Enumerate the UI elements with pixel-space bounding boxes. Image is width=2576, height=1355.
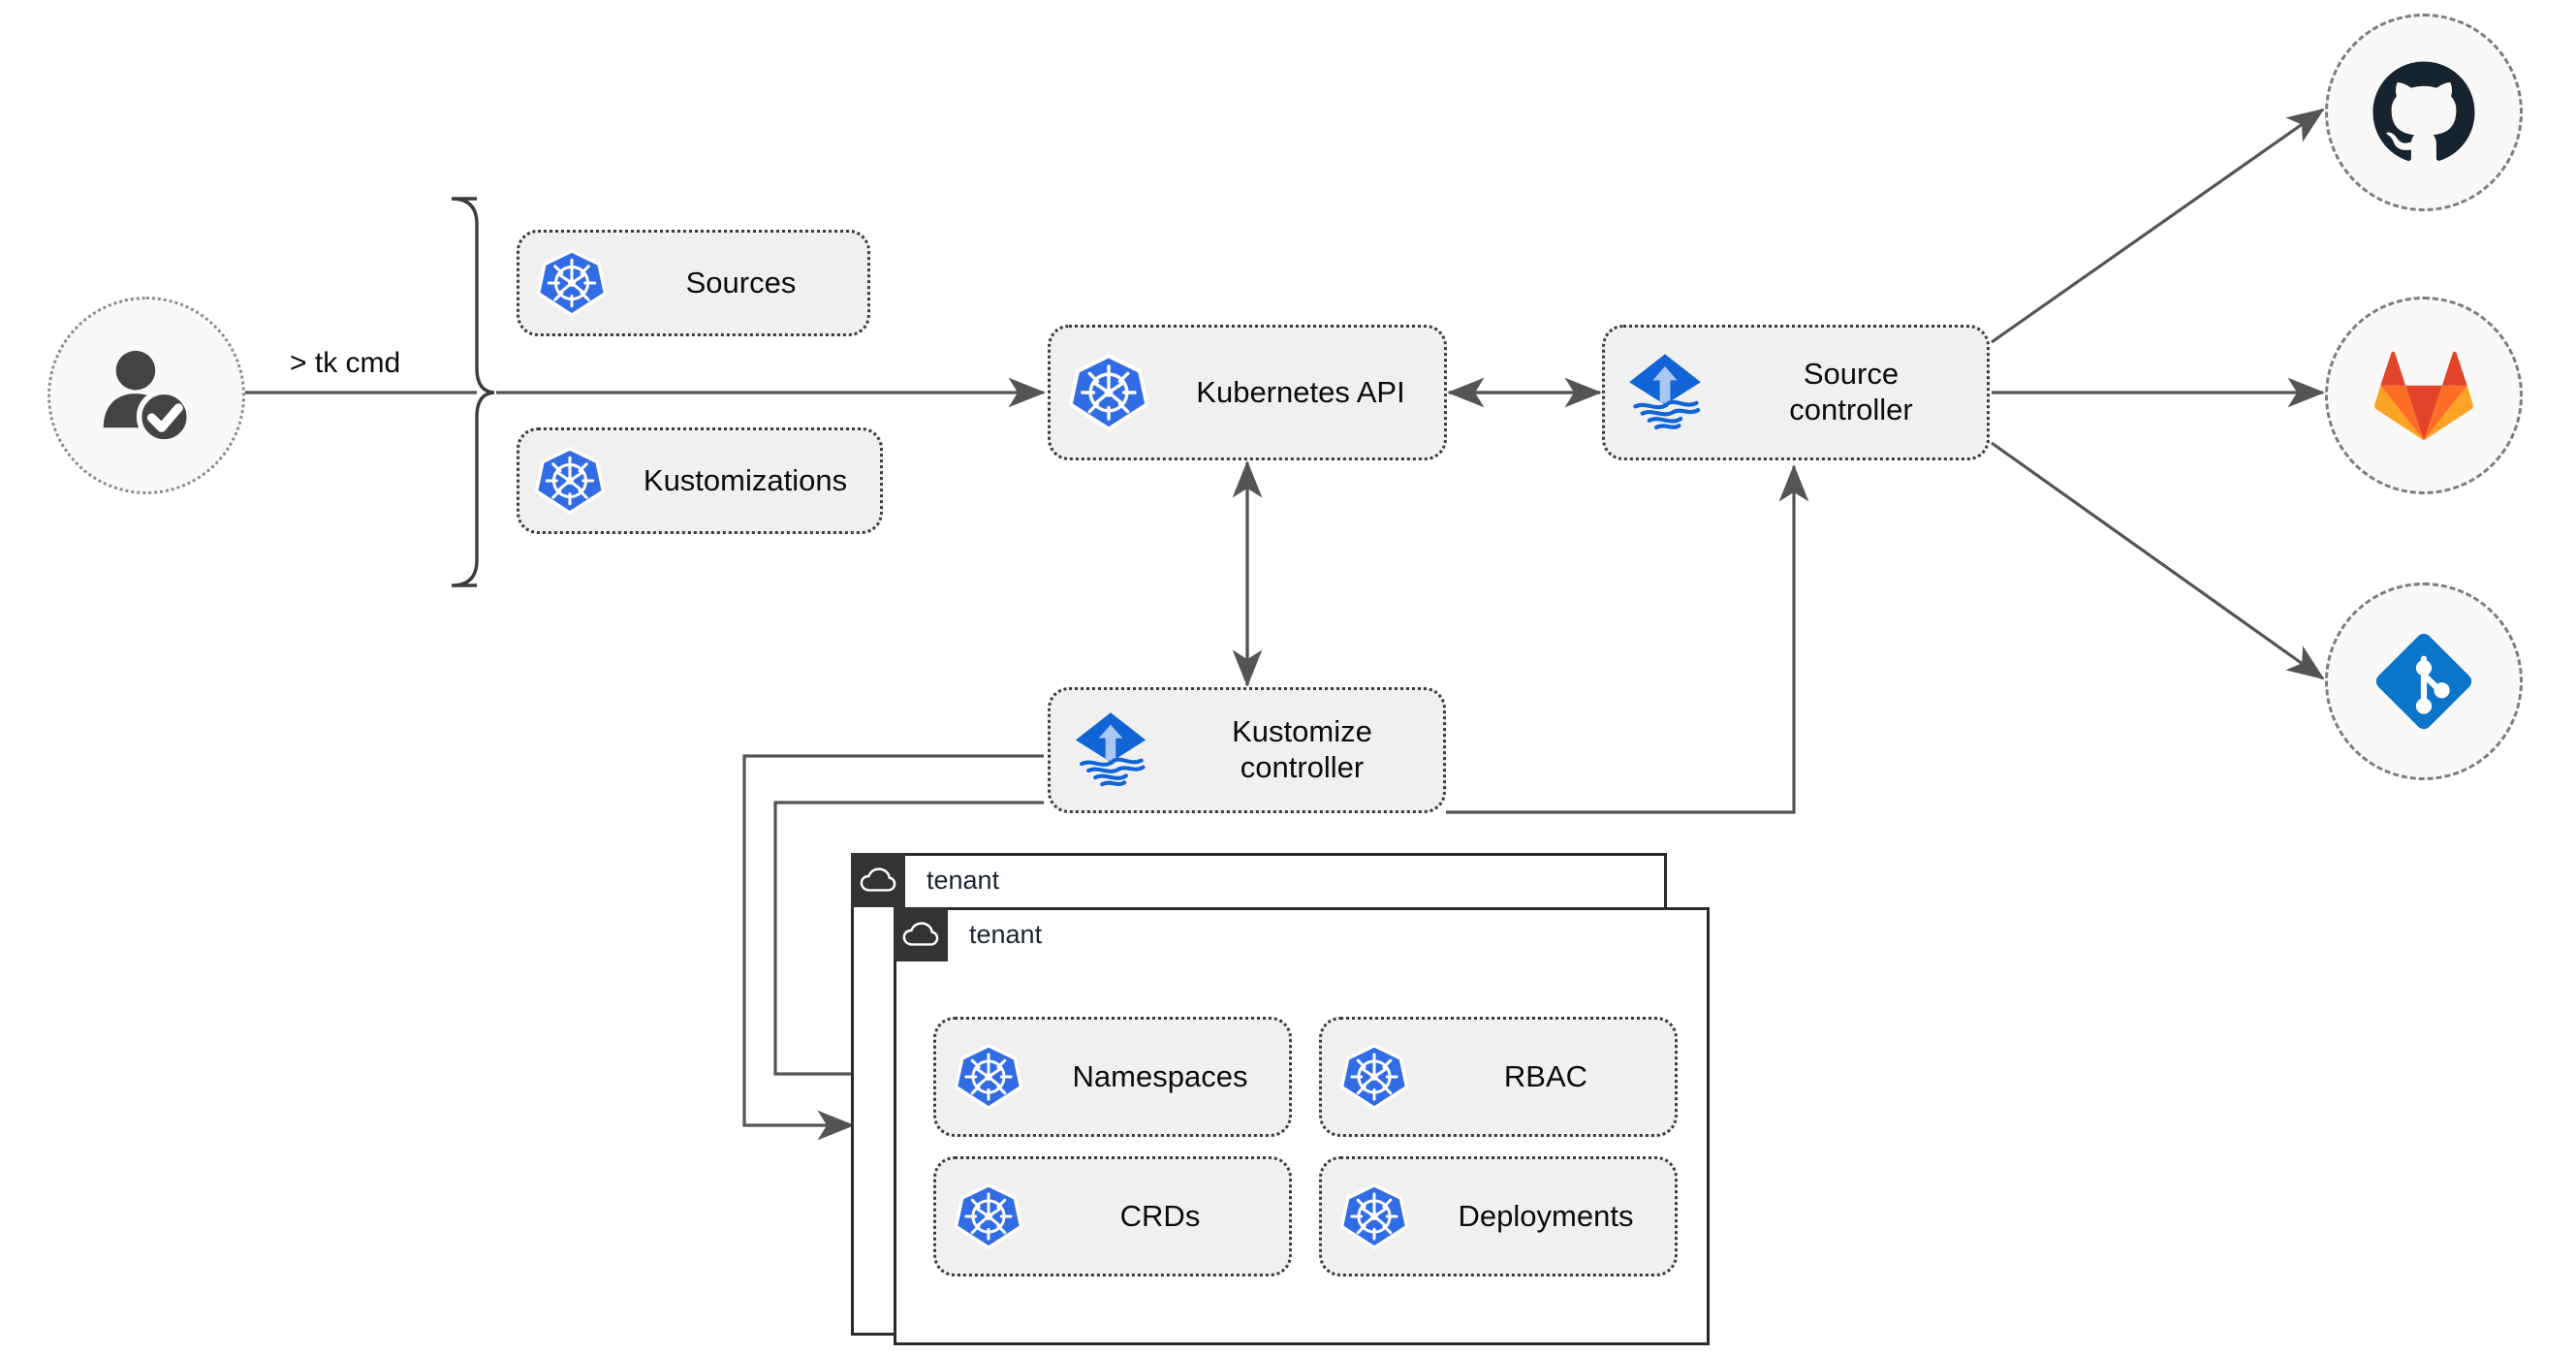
provider-gitlab[interactable] [2325, 297, 2523, 494]
kubernetes-icon [519, 248, 624, 318]
provider-git[interactable] [2325, 583, 2523, 780]
tenant-resource-label: RBAC [1503, 1058, 1588, 1093]
command-label: > tk cmd [290, 347, 401, 379]
cloud-icon [851, 853, 905, 907]
tenant-name: tenant [927, 865, 1000, 895]
node-source-controller[interactable]: Source controller [1602, 325, 1990, 460]
node-kustomize-controller[interactable]: Kustomize controller [1048, 687, 1446, 813]
tenant-resource-grid: Namespaces [933, 1017, 1678, 1276]
resource-kustomizations[interactable]: Kustomizations [517, 427, 883, 534]
resource-label: Kustomizations [643, 462, 848, 497]
provider-circle [2325, 297, 2523, 494]
resource-sources[interactable]: Sources [517, 230, 870, 336]
provider-circle [2325, 583, 2523, 780]
tenant-resource-namespaces[interactable]: Namespaces [933, 1017, 1292, 1137]
gitlab-icon [2374, 351, 2473, 441]
kubernetes-icon [936, 1043, 1041, 1111]
tenant-name: tenant [969, 919, 1043, 949]
tenant-resource-label: Namespaces [1072, 1058, 1248, 1093]
kubernetes-icon [1322, 1043, 1427, 1111]
tenant-tab: tenant [894, 907, 1042, 961]
tenant-window-inner[interactable]: tenant [894, 907, 1710, 1345]
user-verified-icon [103, 350, 193, 445]
node-label: Kustomize controller [1232, 714, 1372, 784]
tenant-resource-deployments[interactable]: Deployments [1319, 1156, 1678, 1276]
flux-icon [1051, 708, 1171, 793]
actor-node[interactable] [47, 297, 245, 494]
tenant-resource-rbac[interactable]: RBAC [1319, 1017, 1678, 1137]
node-label: Kubernetes API [1196, 374, 1405, 409]
github-icon [2372, 61, 2475, 161]
cloud-icon [894, 907, 948, 961]
kubernetes-icon [936, 1182, 1041, 1250]
kubernetes-icon [1322, 1182, 1427, 1250]
kubernetes-icon [519, 446, 620, 516]
provider-circle [2325, 14, 2523, 211]
flux-icon [1605, 349, 1725, 436]
tenant-resource-crds[interactable]: CRDs [933, 1156, 1292, 1276]
node-kubernetes-api[interactable]: Kubernetes API [1048, 325, 1447, 460]
node-label: Source controller [1789, 357, 1913, 426]
tenant-tab: tenant [851, 853, 999, 907]
kubernetes-icon [1051, 353, 1167, 432]
git-icon [2375, 633, 2472, 730]
user-circle [47, 297, 245, 494]
tenant-resource-label: Deployments [1458, 1198, 1634, 1233]
provider-github[interactable] [2325, 14, 2523, 211]
resource-label: Sources [685, 265, 797, 299]
tenant-resource-label: CRDs [1119, 1198, 1201, 1233]
